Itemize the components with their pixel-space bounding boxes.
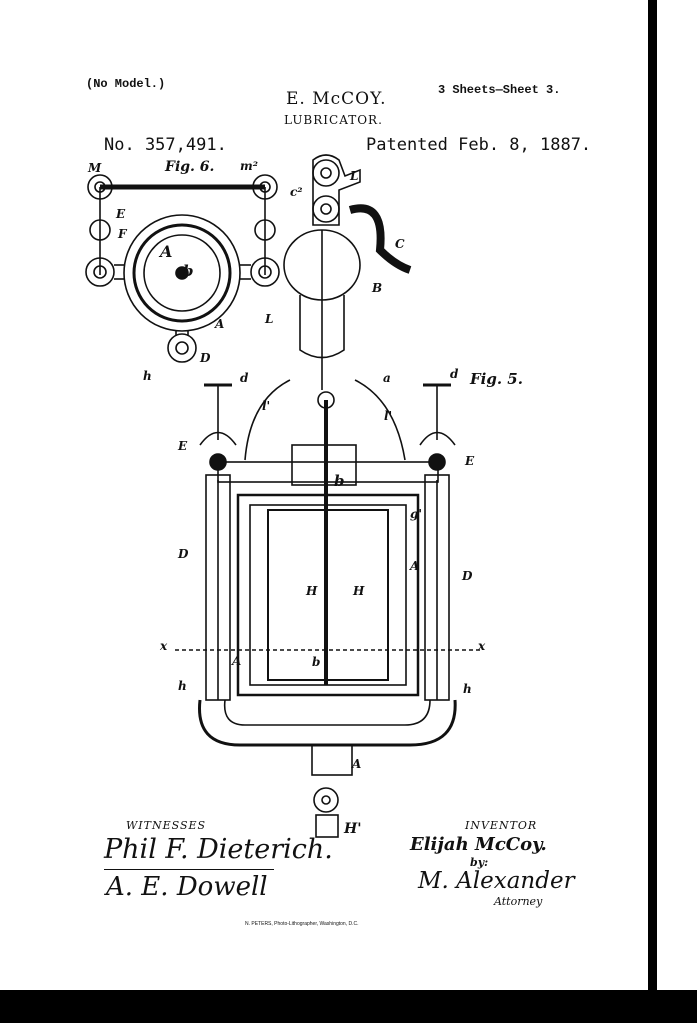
ref-c2: c² — [290, 185, 303, 199]
ref-B: B — [372, 281, 383, 295]
fig5-label: Fig. 5. — [470, 370, 523, 388]
ref-x-right: x — [478, 639, 486, 653]
ref-D-fig6: D — [200, 351, 211, 365]
ref-F-fig6: F — [118, 227, 127, 241]
attorney-label: Attorney — [494, 895, 543, 908]
witnesses-label: WITNESSES — [126, 819, 207, 832]
inventor-signature: Elijah McCoy. — [410, 834, 547, 855]
patent-title: LUBRICATOR. — [284, 113, 383, 127]
ref-d-left: d — [240, 371, 249, 385]
ref-C: C — [395, 237, 405, 251]
ref-A-right: A — [410, 559, 420, 573]
ref-a: a — [383, 371, 391, 385]
ref-b-fig6: b — [183, 262, 194, 280]
ref-A-fig6: A — [160, 242, 173, 261]
ref-b: b — [334, 472, 345, 490]
attorney-signature: M. Alexander — [418, 868, 575, 894]
ref-D-left: D — [178, 547, 189, 561]
witness-2-signature: A. E. Dowell — [106, 872, 268, 902]
scan-margin-right — [657, 0, 697, 990]
patent-date: Patented Feb. 8, 1887. — [366, 135, 592, 155]
witness-1-signature: Phil F. Dieterich. — [104, 834, 333, 865]
fig5-elevation — [175, 154, 480, 838]
ref-A-fig6b: A — [215, 317, 225, 331]
ref-b-lower: b — [312, 655, 321, 669]
printer-credit: N. PETERS, Photo-Lithographer, Washingto… — [245, 921, 359, 927]
fig6-plan-view — [85, 174, 280, 363]
ref-l1-right: l' — [384, 409, 393, 423]
scan-edge-bottom — [0, 990, 697, 1023]
patent-number: No. 357,491. — [104, 135, 227, 155]
inventor-name-heading: E. McCOY. — [286, 89, 387, 109]
ref-m2: m² — [240, 159, 258, 173]
ref-L: L — [350, 169, 359, 183]
ref-H-left: H — [306, 584, 318, 598]
ref-D-right: D — [462, 569, 473, 583]
ref-E-right: E — [465, 454, 475, 468]
signature-underline — [104, 869, 274, 870]
ref-h-fig6: h — [143, 369, 152, 383]
fig6-label: Fig. 6. — [165, 159, 215, 175]
inventor-label: INVENTOR — [465, 819, 538, 832]
ref-L-fig5: L — [265, 312, 274, 326]
ref-x-left: x — [160, 639, 168, 653]
ref-E-left: E — [178, 439, 188, 453]
ref-H1: H' — [344, 821, 362, 837]
sheet-count: 3 Sheets—Sheet 3. — [438, 83, 561, 97]
ref-h-right: h — [463, 682, 472, 696]
by-label: by: — [470, 856, 489, 869]
ref-l1-left: l' — [262, 399, 271, 413]
ref-g1: g' — [410, 507, 423, 521]
ref-H-right: H — [353, 584, 365, 598]
ref-A-bottom: A — [352, 757, 362, 771]
ref-h-left: h — [178, 679, 187, 693]
scan-edge-right — [648, 0, 657, 990]
model-note: (No Model.) — [86, 77, 166, 91]
ref-A-left: A — [232, 654, 242, 668]
ref-d-right: d — [450, 367, 459, 381]
ref-E-fig6: E — [116, 207, 126, 221]
ref-M: M — [88, 161, 102, 175]
